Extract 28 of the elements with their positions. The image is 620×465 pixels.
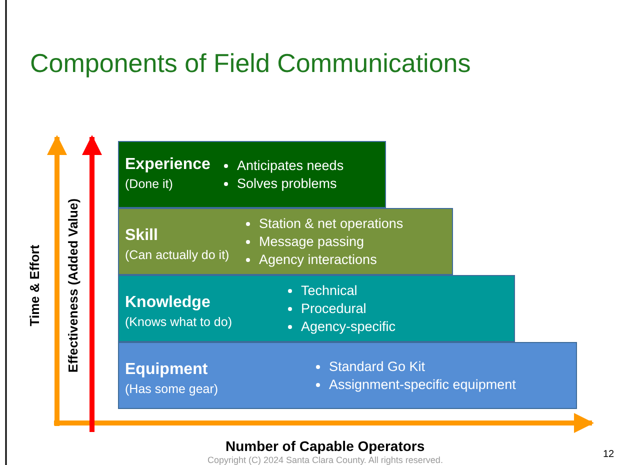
bullet-item: Technical	[301, 283, 358, 298]
tier-heading: Equipment	[125, 361, 208, 379]
bullet-item: Anticipates needs	[237, 158, 344, 173]
axis-label: Effectiveness (Added Value)	[66, 198, 81, 372]
tier-box	[118, 141, 386, 208]
tier-subheading: (Knows what to do)	[125, 315, 232, 329]
page-number: 12	[603, 449, 614, 460]
tier-subheading: (Has some gear)	[125, 382, 218, 396]
tier-heading: Experience	[125, 156, 210, 174]
tier-heading: Knowledge	[125, 294, 210, 312]
tier-subheading: (Done it)	[125, 177, 173, 191]
bullet-item: Solves problems	[237, 176, 337, 191]
bullet-item: Message passing	[259, 234, 364, 249]
slide-title: Components of Field Communications	[30, 48, 471, 79]
tier-box	[118, 275, 515, 342]
bullet-item: Agency interactions	[259, 252, 377, 267]
bullet-item: Agency-specific	[301, 319, 396, 334]
bullet-item: Station & net operations	[259, 216, 404, 231]
tier-box	[118, 208, 453, 275]
bullet-item: Standard Go Kit	[329, 359, 426, 374]
axis-label: Time & Effort	[26, 244, 42, 326]
tier-subheading: (Can actually do it)	[125, 248, 230, 262]
tier-box	[118, 342, 577, 409]
axis-label: Number of Capable Operators	[226, 438, 425, 454]
bullet-item: Procedural	[301, 301, 366, 316]
copyright-note: Copyright (C) 2024 Santa Clara County. All rights reserved.	[208, 455, 443, 465]
tier-heading: Skill	[125, 227, 158, 245]
bullet-item: Assignment-specific equipment	[329, 377, 516, 392]
